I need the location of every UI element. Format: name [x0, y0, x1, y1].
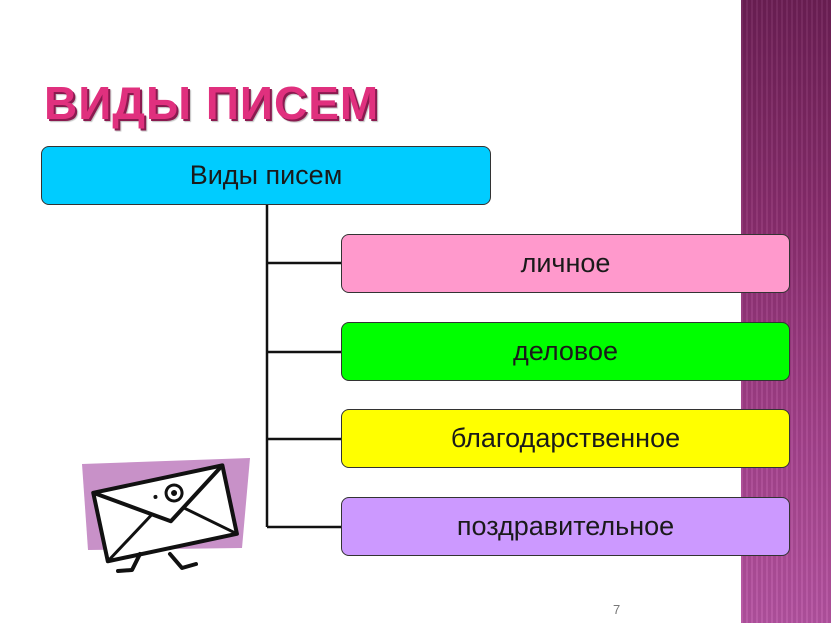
root-node: Виды писем — [41, 146, 491, 205]
node-business-label: деловое — [512, 336, 619, 366]
node-gratitude-label: благодарственное — [450, 423, 681, 453]
node-gratitude: благодарственное — [341, 409, 790, 468]
node-greeting-label: поздравительное — [456, 511, 675, 541]
node-personal-label: личное — [520, 248, 611, 278]
root-node-label: Виды писем — [189, 160, 343, 190]
node-business: деловое — [341, 322, 790, 381]
node-personal: личное — [341, 234, 790, 293]
slide-title: ВИДЫ ПИСЕМ — [44, 77, 380, 129]
node-greeting: поздравительное — [341, 497, 790, 556]
walking-envelope-icon — [82, 458, 250, 573]
slide-number: 7 — [613, 602, 621, 617]
